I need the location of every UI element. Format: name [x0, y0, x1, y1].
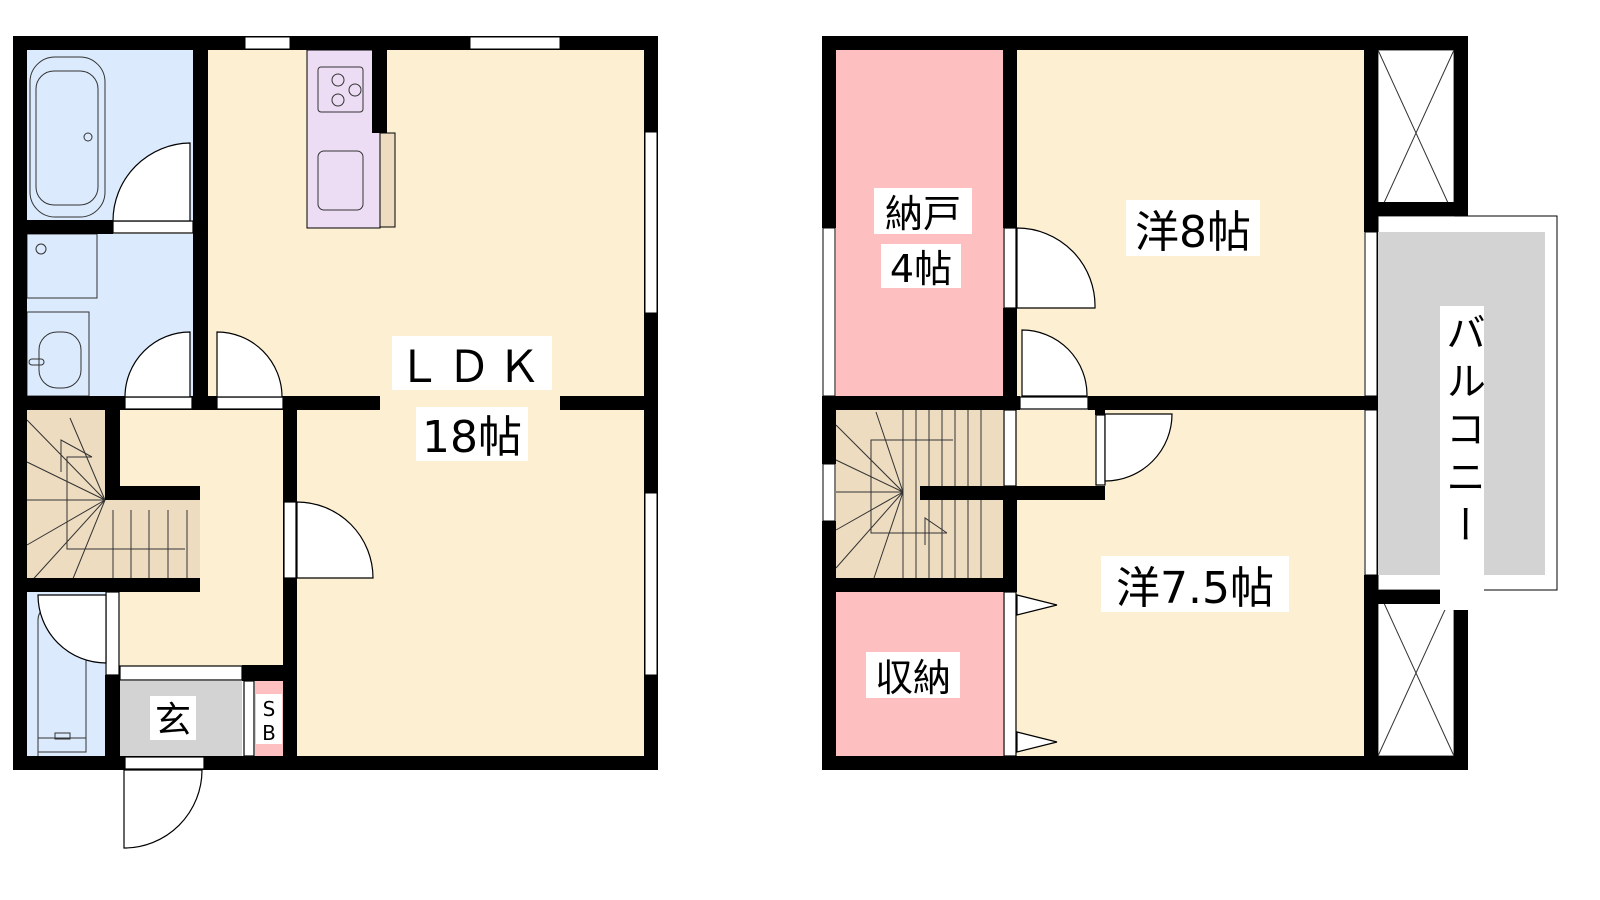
floor-2: 納戸 4帖 洋8帖 洋7.5帖 収納 バルコニー — [822, 36, 1558, 770]
floor-1: ＬＤＫ 18帖 玄 S B — [13, 36, 658, 849]
ldk-label: ＬＤＫ — [397, 342, 547, 393]
bathtub-icon — [29, 56, 106, 218]
shoe-box-b: B — [262, 721, 276, 745]
western-room-2-label: 洋7.5帖 — [1116, 563, 1274, 614]
door[interactable] — [37, 142, 374, 849]
shoe-box-s: S — [263, 697, 276, 721]
western-room-1-label: 洋8帖 — [1135, 207, 1251, 258]
door[interactable] — [1003, 227, 1173, 757]
stairs-floor-1b — [105, 500, 200, 578]
storage-room-size: 4帖 — [890, 247, 952, 291]
storage-room-label: 納戸 — [885, 192, 961, 236]
kitchen-shelf — [379, 132, 396, 228]
floor-2-walls — [822, 36, 1468, 770]
ldk-size: 18帖 — [422, 412, 522, 463]
stove-icon — [317, 66, 364, 113]
closet-x-icon — [1377, 49, 1455, 757]
window — [822, 227, 1378, 576]
closet-label: 収納 — [875, 656, 951, 700]
balcony-label: バルコニー — [1439, 312, 1485, 552]
window — [244, 36, 658, 676]
stairs-icon — [26, 417, 188, 587]
kitchen-sink-icon — [317, 150, 364, 211]
entrance-label: 玄 — [155, 700, 191, 741]
